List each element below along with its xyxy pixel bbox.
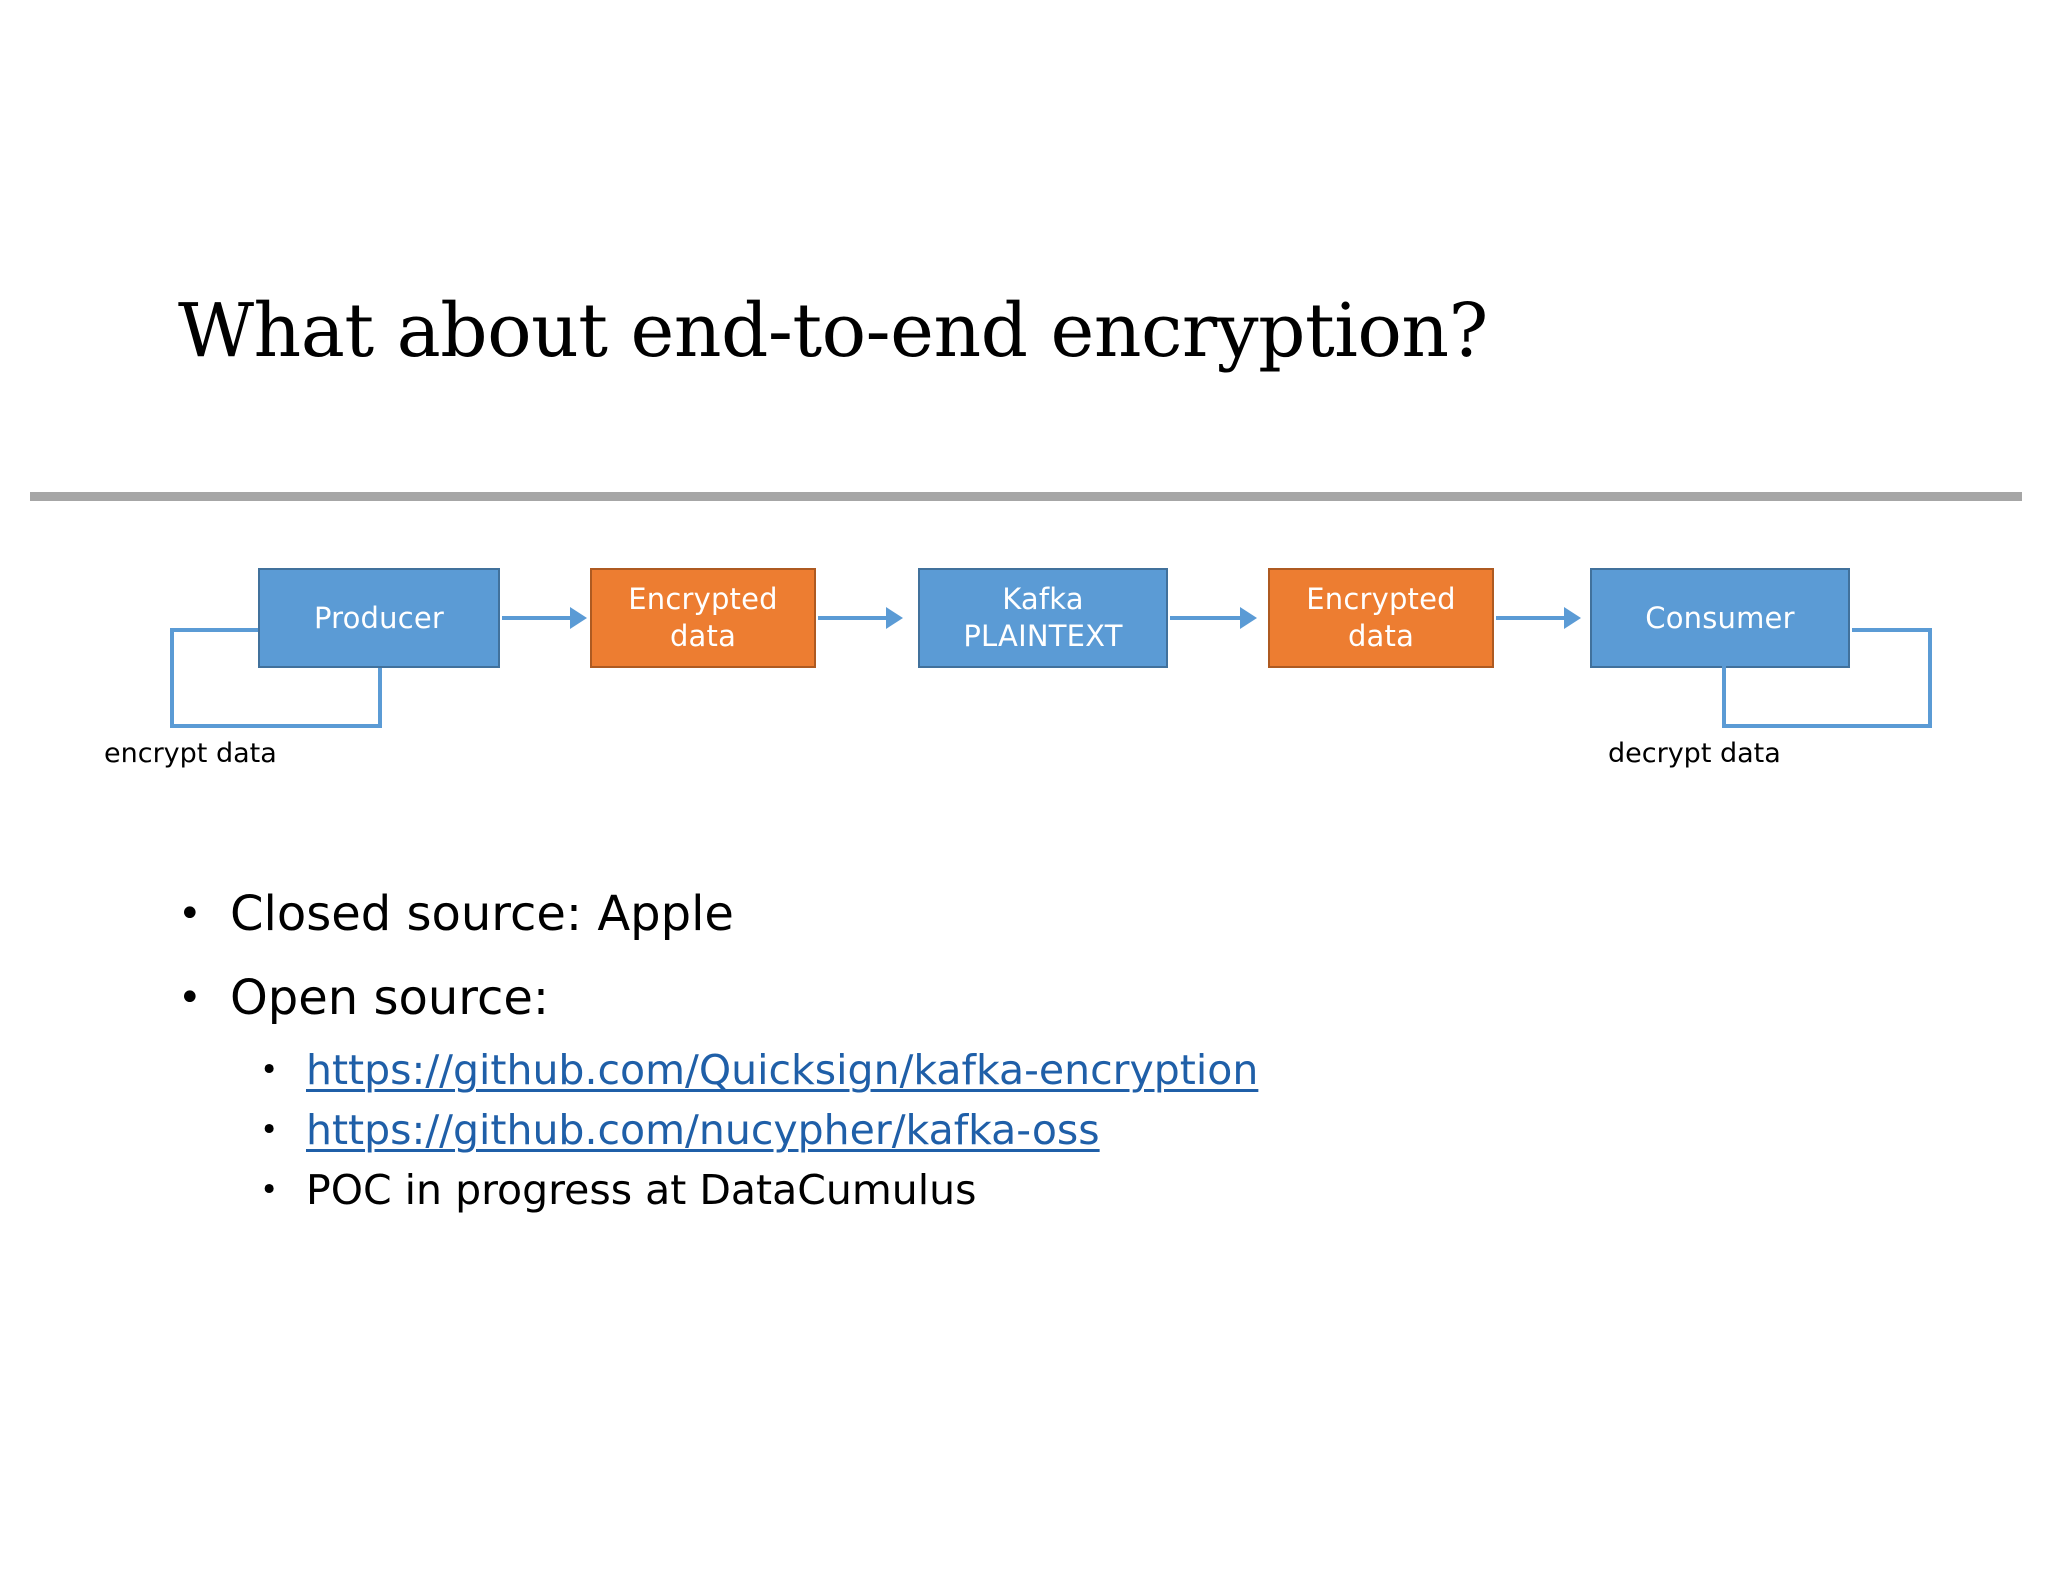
link-quicksign-kafka-encryption[interactable]: https://github.com/Quicksign/kafka-encry… xyxy=(306,1046,1259,1094)
node-encrypted-data-1-label-line1: Encrypted xyxy=(628,582,778,616)
node-encrypted-data-1: Encrypted data xyxy=(590,568,816,668)
arrow-kafka-to-encrypted2 xyxy=(1170,616,1240,620)
arrow-encrypted1-to-kafka-head-icon xyxy=(886,607,903,629)
node-producer-label: Producer xyxy=(313,600,445,635)
pipeline-diagram: encrypt data Producer Encrypted data Kaf… xyxy=(0,540,2048,870)
bullet-open-source: Open source: xyxy=(178,956,1878,1040)
node-consumer-label: Consumer xyxy=(1645,600,1795,635)
bullet-closed-source: Closed source: Apple xyxy=(178,872,1878,956)
bullet-link-quicksign: https://github.com/Quicksign/kafka-encry… xyxy=(260,1040,1878,1100)
bullet-poc-datacumulus: POC in progress at DataCumulus xyxy=(260,1160,1878,1220)
decrypt-loop-right-stem xyxy=(1928,628,1932,728)
link-nucypher-kafka-oss[interactable]: https://github.com/nucypher/kafka-oss xyxy=(306,1106,1100,1154)
decrypt-data-label: decrypt data xyxy=(1608,738,1781,769)
node-encrypted-data-1-label-line2: data xyxy=(669,619,737,653)
arrow-producer-to-encrypted1-head-icon xyxy=(570,607,587,629)
node-producer: Producer xyxy=(258,568,500,668)
arrow-kafka-to-encrypted2-head-icon xyxy=(1240,607,1257,629)
arrow-encrypted2-to-consumer-head-icon xyxy=(1564,607,1581,629)
node-kafka-label-line1: Kafka xyxy=(1002,582,1084,616)
arrow-encrypted2-to-consumer xyxy=(1496,616,1564,620)
node-kafka-label-line2: PLAINTEXT xyxy=(963,619,1123,653)
decrypt-loop-arrowhead-icon xyxy=(1711,630,1737,649)
encrypt-loop-riser xyxy=(378,650,382,728)
decrypt-loop-top-segment xyxy=(1852,628,1932,632)
encrypt-loop-top-segment xyxy=(170,628,262,632)
node-consumer: Consumer xyxy=(1590,568,1850,668)
encrypt-loop-left-stem xyxy=(170,628,174,728)
bullet-list: Closed source: Apple Open source: https:… xyxy=(178,872,1878,1220)
encrypt-loop-bottom-segment xyxy=(170,724,382,728)
page-title: What about end-to-end encryption? xyxy=(178,288,1488,374)
encrypt-data-label: encrypt data xyxy=(104,738,277,769)
bullet-link-nucypher: https://github.com/nucypher/kafka-oss xyxy=(260,1100,1878,1160)
node-encrypted-data-2-label-line1: Encrypted xyxy=(1306,582,1456,616)
node-encrypted-data-2-label-line2: data xyxy=(1347,619,1415,653)
arrow-producer-to-encrypted1 xyxy=(502,616,570,620)
title-divider xyxy=(30,492,2022,501)
node-kafka: Kafka PLAINTEXT xyxy=(918,568,1168,668)
node-encrypted-data-2: Encrypted data xyxy=(1268,568,1494,668)
decrypt-loop-bottom-segment xyxy=(1722,724,1932,728)
arrow-encrypted1-to-kafka xyxy=(818,616,886,620)
decrypt-loop-riser xyxy=(1722,650,1726,728)
